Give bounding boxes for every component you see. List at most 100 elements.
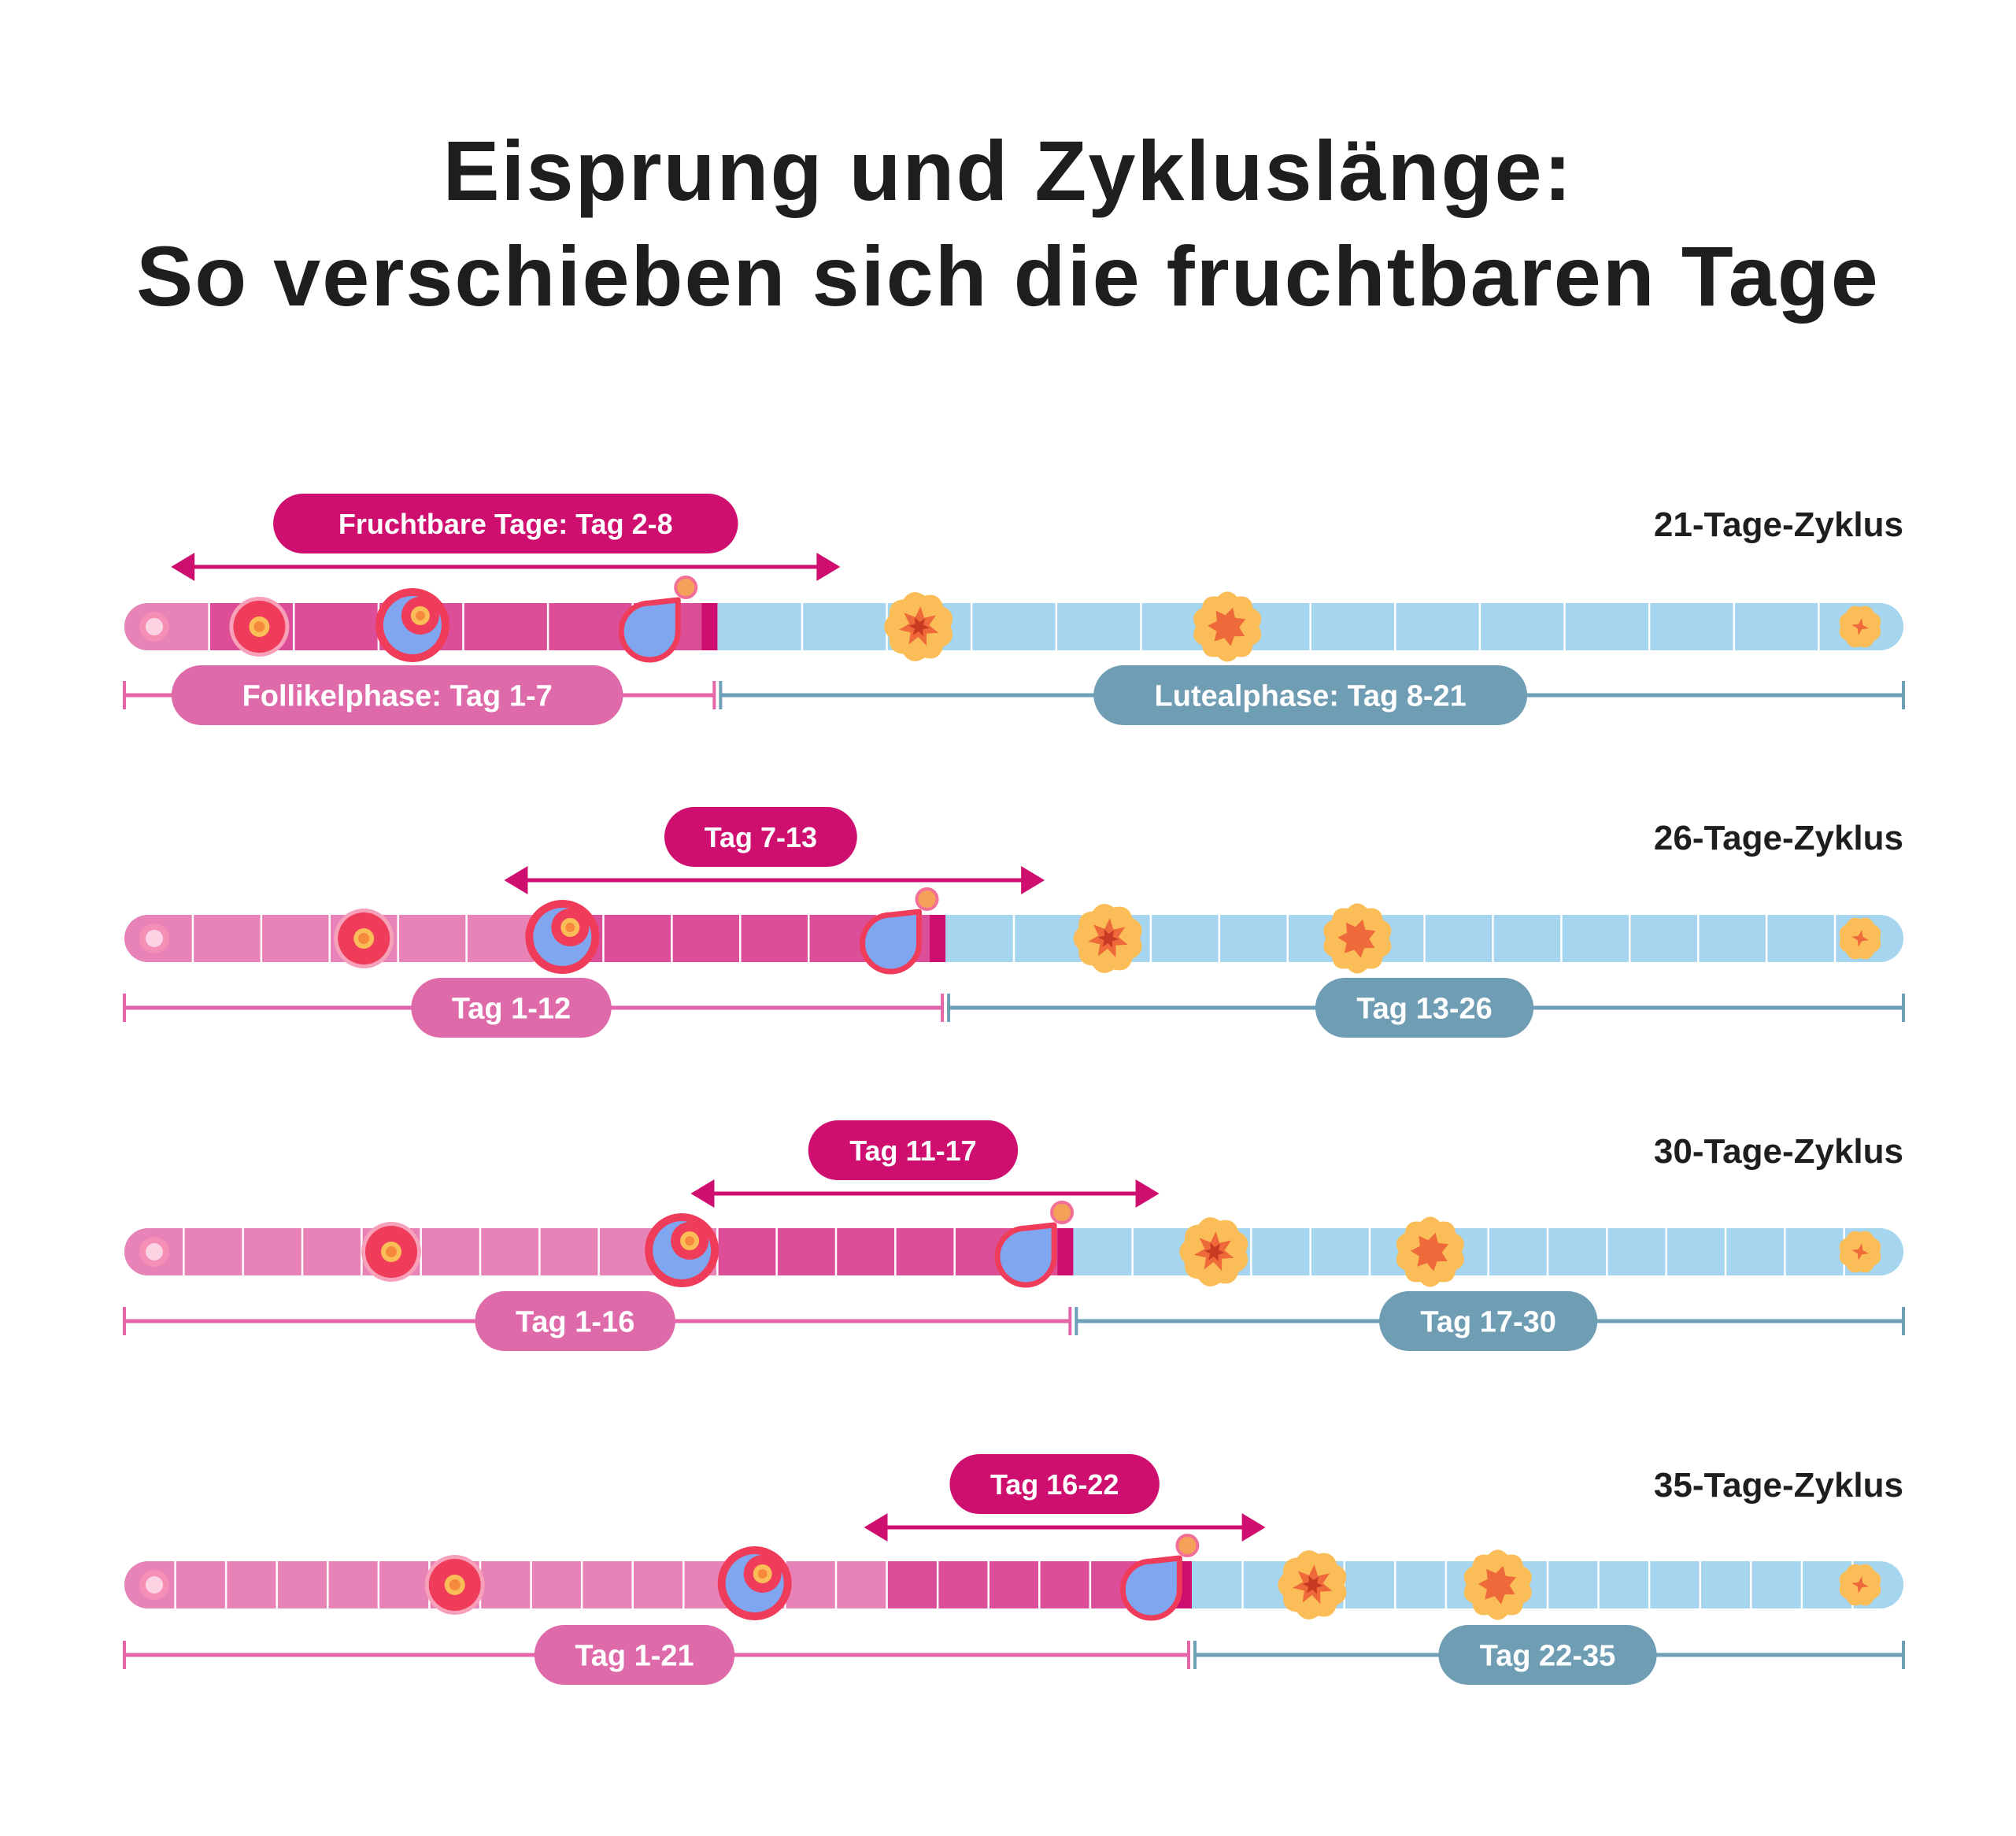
fertile-window-pill: [808, 1120, 1019, 1180]
luteal-phase-pill: [1438, 1625, 1657, 1685]
day-segment: [1192, 1561, 1243, 1608]
bar-cap-left: [124, 1228, 148, 1275]
luteal-phase-pill: [1093, 665, 1528, 725]
luteal-phase-label: Tag 22-35: [1480, 1640, 1615, 1673]
day-segment: [1150, 915, 1219, 962]
ovulation-egg-icon: [1119, 1555, 1182, 1621]
day-segment: [226, 1561, 277, 1608]
fertile-window-pill: [949, 1454, 1160, 1514]
day-segment: [1344, 1561, 1396, 1608]
cycle-length-label: 30-Tage-Zyklus: [1654, 1132, 1903, 1171]
arrow-head-right-icon: [1135, 1179, 1160, 1208]
follicular-phase-pill: [171, 665, 623, 725]
day-segment: [1219, 915, 1288, 962]
luteal-phase-label: Lutealphase: Tag 8-21: [1155, 680, 1467, 713]
day-segment: [398, 915, 467, 962]
day-segment: [785, 1561, 836, 1608]
day-segment: [836, 1228, 896, 1275]
title-line-1: Eisprung und Zykluslänge:: [442, 123, 1574, 218]
arrow-head-right-icon: [1241, 1513, 1266, 1542]
day-segment: [1726, 1228, 1785, 1275]
follicular-phase-pill: [534, 1625, 735, 1685]
day-segment: [1395, 603, 1480, 650]
follicular-phase-label: Tag 1-21: [575, 1640, 694, 1673]
day-segment: [420, 1228, 480, 1275]
ovulation-marker: [1057, 1228, 1074, 1275]
menstruation-icon-core: [146, 1576, 163, 1594]
follicle-icon-center: [358, 933, 370, 944]
day-segment: [539, 1228, 599, 1275]
follicular-phase-pill: [475, 1291, 675, 1351]
day-segment: [971, 603, 1056, 650]
follicular-phase-label: Tag 1-12: [452, 993, 571, 1026]
arrow-head-left-icon: [504, 866, 528, 894]
arrow-head-right-icon: [816, 553, 841, 581]
day-segment: [988, 1561, 1040, 1608]
day-segment: [1493, 915, 1562, 962]
day-segment: [717, 1228, 777, 1275]
arrow-head-left-icon: [690, 1179, 715, 1208]
day-segment: [480, 1228, 540, 1275]
maturing-follicle-icon-core: [565, 923, 575, 932]
corpus-luteum-icon-center: [908, 617, 930, 636]
cycle-length-label: 35-Tage-Zyklus: [1654, 1466, 1903, 1505]
day-segment: [1039, 1561, 1090, 1608]
arrow-head-left-icon: [171, 553, 195, 581]
corpus-albicans-icon-core: [1851, 1576, 1869, 1594]
ovulation-egg-icon: [618, 597, 681, 663]
follicle-icon-center: [386, 1246, 397, 1257]
day-segment: [294, 603, 379, 650]
day-segment: [463, 603, 549, 650]
follicular-phase-label: Follikelphase: Tag 1-7: [242, 680, 553, 713]
day-segment: [1607, 1228, 1666, 1275]
day-segment: [671, 915, 741, 962]
day-segment: [1488, 1228, 1548, 1275]
day-segment: [1561, 915, 1630, 962]
cycle-length-label: 21-Tage-Zyklus: [1654, 505, 1903, 544]
day-segment: [466, 915, 535, 962]
day-segment: [1310, 1228, 1370, 1275]
day-segment: [945, 915, 1014, 962]
maturing-follicle-icon-core: [415, 611, 425, 620]
day-segment: [776, 1228, 836, 1275]
bar-cap-left: [124, 603, 148, 650]
day-segment: [1629, 915, 1699, 962]
day-segment: [1751, 1561, 1802, 1608]
ovulation-egg-released-icon: [1050, 1201, 1075, 1224]
day-segment: [1766, 915, 1836, 962]
bar-cap-left: [124, 915, 148, 962]
fertile-window-label: Tag 16-22: [990, 1468, 1119, 1501]
fertile-window-label: Tag 11-17: [849, 1135, 976, 1167]
follicle-icon-center: [449, 1579, 461, 1590]
day-segment: [1310, 603, 1396, 650]
day-segment: [1073, 1228, 1133, 1275]
day-segment: [242, 1228, 302, 1275]
corpus-luteum-icon-core: [1478, 1565, 1516, 1605]
corpus-albicans-icon-core: [1851, 930, 1869, 947]
day-segment: [175, 1561, 227, 1608]
page-title: Eisprung und Zykluslänge: So verschieben…: [0, 118, 2016, 329]
day-segment: [1649, 603, 1734, 650]
day-segment: [1700, 1561, 1752, 1608]
follicular-phase-label: Tag 1-16: [516, 1306, 634, 1339]
day-segment: [261, 915, 330, 962]
day-segment: [302, 1228, 362, 1275]
menstruation-icon-core: [146, 930, 163, 947]
day-segment: [740, 915, 809, 962]
corpus-luteum-icon-center: [1098, 929, 1119, 948]
day-segment: [192, 915, 261, 962]
day-segment: [1014, 915, 1082, 962]
ovulation-egg-released-icon: [674, 576, 698, 599]
fertile-window-label: Fruchtbare Tage: Tag 2-8: [338, 508, 673, 540]
ovulation-egg-icon: [994, 1222, 1057, 1288]
day-segment: [1548, 1561, 1599, 1608]
corpus-luteum-icon-core: [1337, 919, 1376, 958]
corpus-luteum-icon-center: [1204, 1242, 1225, 1261]
bar-cap-left: [124, 1561, 148, 1608]
corpus-albicans-icon-core: [1851, 618, 1869, 635]
day-segment: [1698, 915, 1767, 962]
day-segment: [276, 1561, 328, 1608]
luteal-phase-pill: [1379, 1291, 1598, 1351]
